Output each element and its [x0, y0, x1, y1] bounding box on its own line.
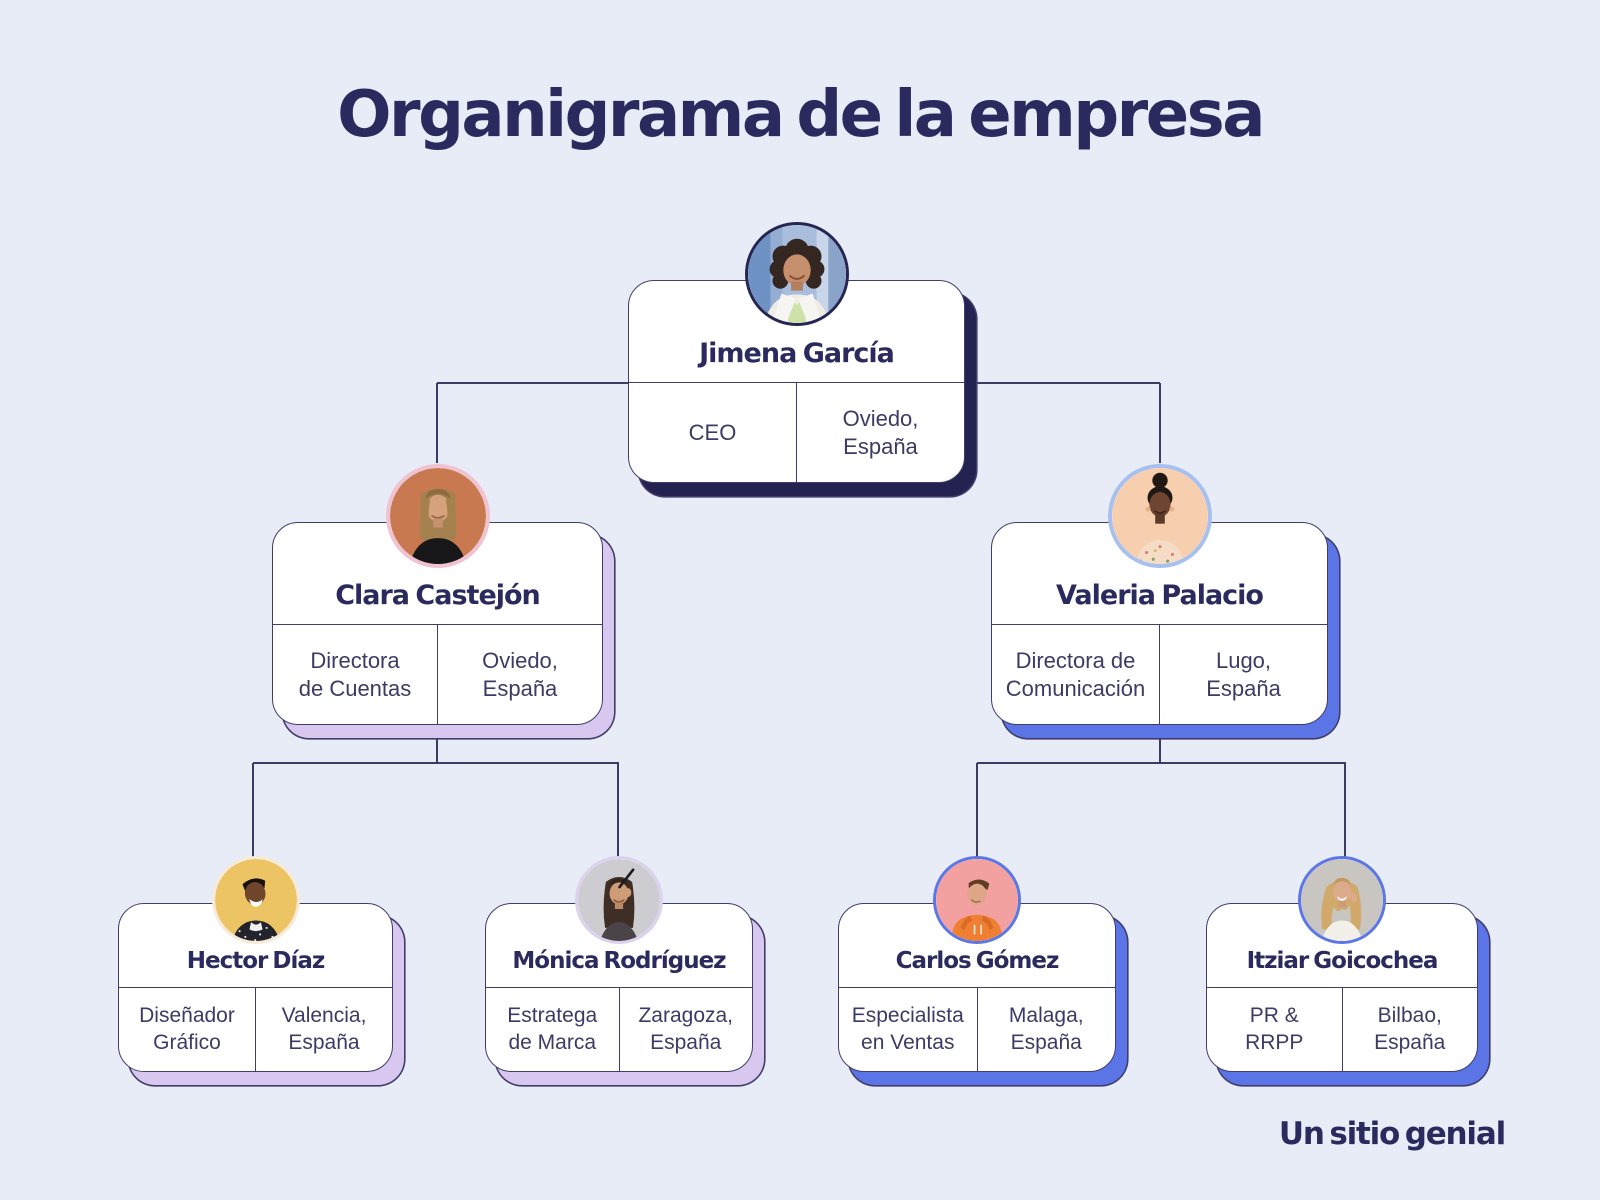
photo-blonde-woman-laughing [1301, 859, 1383, 941]
photo-smiling-man [214, 859, 297, 941]
avatar-itziar-goicochea [1298, 856, 1386, 944]
footer-brand: Un sitio genial [1278, 1116, 1506, 1152]
avatar-carlos-gomez [933, 856, 1021, 944]
photo-boy-orange-hoodie [936, 859, 1018, 941]
person-name: Mónica Rodríguez [512, 948, 726, 974]
person-location: Oviedo, España [437, 625, 602, 724]
person-location: Lugo, España [1159, 625, 1327, 724]
person-name: Valeria Palacio [1056, 580, 1264, 611]
avatar-clara-castejon [385, 464, 490, 568]
org-card-itziar-goicochea: Itziar Goicochea PR & RRPP Bilbao, Españ… [1206, 856, 1478, 1072]
org-card-jimena-garcia: Jimena García CEO Oviedo, España [628, 222, 965, 483]
org-card-valeria-palacio: Valeria Palacio Directora de Comunicació… [991, 464, 1328, 725]
connector-down-to-clara [436, 383, 438, 463]
org-card-monica-rodriguez: Mónica Rodríguez Estratega de Marca Zara… [485, 856, 753, 1072]
person-location: Malaga, España [976, 988, 1116, 1071]
person-role: PR & RRPP [1245, 1003, 1304, 1054]
person-location: Valencia, España [255, 988, 392, 1071]
connector-clara-children-horizontal [253, 762, 619, 764]
avatar-valeria-palacio [1107, 464, 1212, 568]
connector-down-to-carlos [976, 763, 978, 858]
person-location: Zaragoza, España [618, 988, 753, 1071]
card-cells: Especialista en Ventas Malaga, España [839, 987, 1115, 1071]
connector-clara-stub [436, 724, 438, 763]
person-name: Jimena García [699, 338, 895, 369]
person-role: Especialista en Ventas [851, 1003, 964, 1054]
person-role: CEO [688, 419, 737, 445]
card-cells: Diseñador Gráfico Valencia, España [119, 987, 392, 1071]
card-cells: Directora de Comunicación Lugo, España [992, 624, 1327, 724]
person-name: Clara Castejón [335, 580, 541, 611]
person-name: Carlos Gómez [895, 948, 1060, 974]
person-role: Directora de Comunicación [1005, 647, 1146, 701]
card-cells: Estratega de Marca Zaragoza, España [486, 987, 752, 1071]
org-card-carlos-gomez: Carlos Gómez Especialista en Ventas Mala… [838, 856, 1116, 1072]
connector-down-to-hector [252, 763, 254, 858]
avatar-hector-diaz [211, 856, 300, 944]
person-role: Estratega de Marca [507, 1003, 598, 1054]
person-role: Diseñador Gráfico [139, 1003, 235, 1054]
connector-valeria-stub [1159, 724, 1161, 763]
card-cells: Directora de Cuentas Oviedo, España [273, 624, 602, 724]
person-name: Hector Díaz [186, 948, 326, 974]
connector-down-to-monica [617, 763, 619, 858]
person-location: Bilbao, España [1341, 988, 1478, 1071]
avatar-jimena-garcia [744, 222, 849, 326]
person-role: Directora de Cuentas [298, 647, 412, 701]
card-cells: CEO Oviedo, España [629, 382, 964, 482]
photo-woman-top-bun [1111, 468, 1208, 564]
card-box: Mónica Rodríguez Estratega de Marca Zara… [485, 903, 753, 1072]
connector-down-to-valeria [1159, 383, 1161, 463]
person-name: Itziar Goicochea [1246, 948, 1439, 974]
avatar-monica-rodriguez [575, 856, 663, 944]
connector-valeria-children-horizontal [977, 762, 1346, 764]
photo-woman-ombre-hair [389, 468, 486, 564]
person-location: Oviedo, España [796, 383, 964, 482]
photo-woman-curly-hair [747, 225, 846, 323]
org-card-hector-diaz: Hector Díaz Diseñador Gráfico Valencia, … [118, 856, 393, 1072]
page-title: Organigrama de la empresa [337, 78, 1265, 152]
card-box: Clara Castejón Directora de Cuentas Ovie… [272, 522, 603, 725]
connector-down-to-itziar [1344, 763, 1346, 858]
org-card-clara-castejon: Clara Castejón Directora de Cuentas Ovie… [272, 464, 603, 725]
photo-girl-with-brush [578, 859, 660, 941]
card-cells: PR & RRPP Bilbao, España [1207, 987, 1477, 1071]
